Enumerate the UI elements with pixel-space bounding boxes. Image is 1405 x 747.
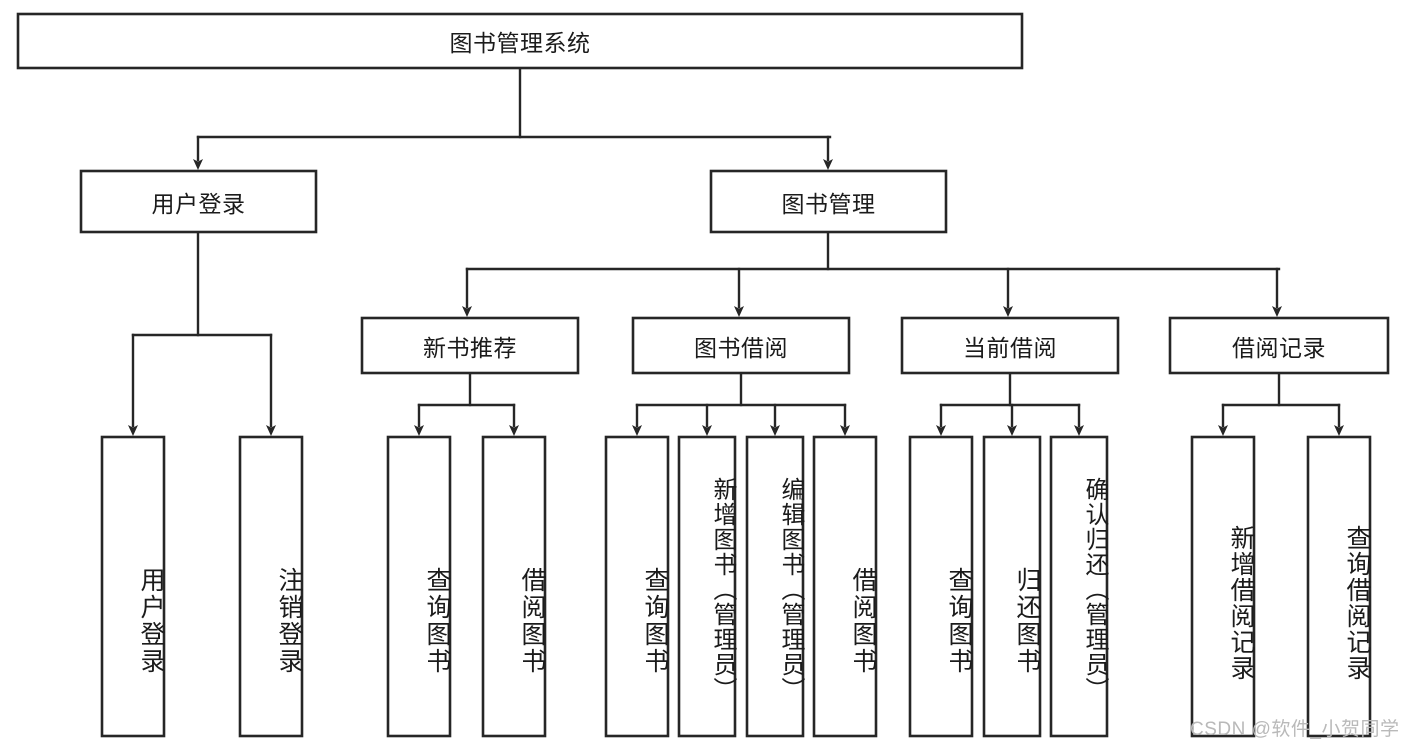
node-box-leaf-add-borrow-record bbox=[1190, 435, 1256, 738]
node-box-leaf-query-borrow-record bbox=[1306, 435, 1372, 738]
node-box-root bbox=[16, 12, 1024, 70]
node-box-leaf-query-book-rec bbox=[386, 435, 452, 738]
node-box-leaf-query-book-borrow bbox=[604, 435, 670, 738]
node-box-leaf-user-logout bbox=[238, 435, 304, 738]
connector-userlogin-to-leaves bbox=[128, 230, 276, 436]
node-box-new-book-recommend bbox=[360, 316, 580, 375]
node-box-book-manage bbox=[709, 169, 948, 234]
node-box-leaf-edit-book-admin bbox=[745, 435, 805, 738]
node-box-leaf-confirm-return-admin bbox=[1049, 435, 1109, 738]
node-box-leaf-borrow-book-rec bbox=[481, 435, 547, 738]
node-box-user-login bbox=[79, 169, 318, 234]
node-box-borrow-record bbox=[1168, 316, 1390, 375]
connector-bookborrow-to-leaves bbox=[632, 371, 850, 436]
connector-bookmanage-to-level3 bbox=[462, 230, 1282, 317]
node-box-leaf-query-book-cur bbox=[908, 435, 974, 738]
connector-root-to-level2 bbox=[193, 66, 833, 170]
node-box-leaf-add-book-admin bbox=[677, 435, 737, 738]
connector-borrowrecord-to-leaves bbox=[1218, 371, 1344, 436]
node-box-leaf-user-login bbox=[100, 435, 166, 738]
node-box-leaf-borrow-book bbox=[812, 435, 878, 738]
connector-currentborrow-to-leaves bbox=[936, 371, 1084, 436]
connector-newbook-to-leaves bbox=[414, 371, 519, 436]
node-box-book-borrow bbox=[631, 316, 851, 375]
node-box-leaf-return-book bbox=[982, 435, 1042, 738]
node-box-current-borrow bbox=[900, 316, 1120, 375]
